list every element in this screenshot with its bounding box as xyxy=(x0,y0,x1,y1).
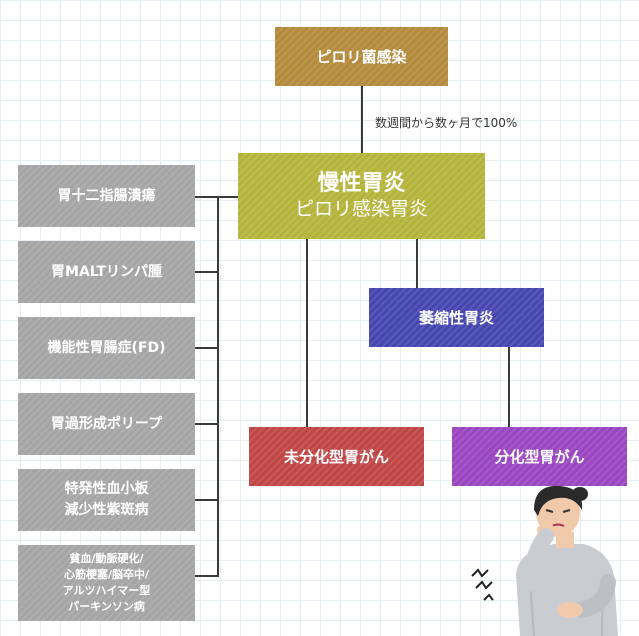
pylori-infection-box: ピロリ菌感染 xyxy=(275,27,448,86)
related-disease-6-line-3: アルツハイマー型 xyxy=(62,584,151,597)
pylori-infection-label: ピロリ菌感染 xyxy=(316,48,407,66)
undifferentiated-cancer-label: 未分化型胃がん xyxy=(283,448,389,466)
chronic-gastritis-title: 慢性胃炎 xyxy=(317,170,406,196)
related-disease-1-line-1: 胃十二指腸潰瘍 xyxy=(57,187,156,204)
undifferentiated-cancer-box: 未分化型胃がん xyxy=(249,427,424,486)
related-disease-4-line-1: 胃過形成ポリープ xyxy=(50,415,163,432)
connector-chronic-related xyxy=(217,196,238,198)
related-disease-5-line-2: 減少性紫斑病 xyxy=(64,502,149,518)
related-disease-6-line-4: パーキンソン病 xyxy=(68,599,145,613)
related-disease-1: 胃十二指腸潰瘍 xyxy=(18,165,195,227)
related-disease-3-line-1: 機能性胃腸症(FD) xyxy=(47,339,166,356)
related-tick-6 xyxy=(195,575,218,577)
related-tick-2 xyxy=(195,271,218,273)
connector-chronic-atrophic xyxy=(416,239,418,288)
related-tick-1 xyxy=(195,196,218,198)
related-disease-6: 貧血/動脈硬化/ 心筋梗塞/脳卒中/ アルツハイマー型 パーキンソン病 xyxy=(18,545,195,621)
stomach-ache-person-illustration xyxy=(471,485,618,636)
pain-squiggle-icon xyxy=(471,568,494,601)
atrophic-gastritis-label: 萎縮性胃炎 xyxy=(418,309,494,327)
differentiated-cancer-label: 分化型胃がん xyxy=(494,448,585,466)
related-tick-5 xyxy=(195,499,218,501)
related-tick-4 xyxy=(195,423,218,425)
related-disease-2-line-1: 胃MALTリンパ腫 xyxy=(51,263,162,280)
related-disease-3: 機能性胃腸症(FD) xyxy=(18,317,195,379)
related-disease-5-line-1: 特発性血小板 xyxy=(64,481,149,497)
related-disease-2: 胃MALTリンパ腫 xyxy=(18,241,195,303)
connector-atrophic-diff xyxy=(508,347,510,427)
atrophic-gastritis-box: 萎縮性胃炎 xyxy=(369,288,544,347)
related-disease-6-line-2: 心筋梗塞/脳卒中/ xyxy=(63,568,150,582)
edge-label-duration: 数週間から数ヶ月で100% xyxy=(375,116,518,130)
connector-pylori-chronic xyxy=(361,86,363,153)
related-disease-6-line-1: 貧血/動脈硬化/ xyxy=(69,552,144,566)
related-disease-4: 胃過形成ポリープ xyxy=(18,393,195,455)
chronic-gastritis-box: 慢性胃炎 ピロリ感染胃炎 xyxy=(238,153,485,239)
chronic-gastritis-subtitle: ピロリ感染胃炎 xyxy=(294,198,428,221)
connector-chronic-undiff xyxy=(306,239,308,427)
differentiated-cancer-box: 分化型胃がん xyxy=(452,427,627,486)
related-tick-3 xyxy=(195,347,218,349)
related-bracket-vertical xyxy=(217,196,219,577)
related-disease-5: 特発性血小板 減少性紫斑病 xyxy=(18,469,195,531)
